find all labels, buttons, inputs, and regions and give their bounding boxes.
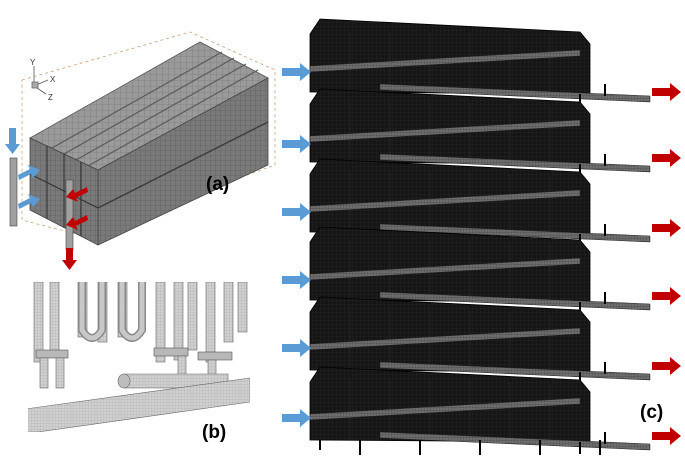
manifold-detail-mesh: [28, 282, 250, 432]
panel-b-label: (b): [202, 422, 227, 443]
base-feet: [359, 440, 601, 455]
axis-triad: [31, 66, 49, 95]
axis-z-label: Z: [48, 93, 53, 102]
panel-b: [28, 282, 250, 432]
inlet-arrows: [282, 63, 311, 427]
axis-x-label: X: [50, 75, 56, 84]
outlet-arrows: [652, 83, 681, 445]
panel-a: Y X Z: [0, 20, 290, 270]
inlet-arrows: [5, 128, 40, 209]
module-stack: [282, 18, 681, 455]
axis-y-label: Y: [30, 58, 36, 67]
panel-c: [280, 0, 685, 469]
inlet-manifold: [9, 157, 18, 227]
battery-pack-mesh: Y X Z: [5, 31, 276, 270]
main-manifold-pipe: [28, 377, 250, 432]
outlet-arrows: [62, 187, 88, 270]
panel-a-label: (a): [206, 174, 230, 195]
panel-c-label: (c): [640, 402, 664, 423]
